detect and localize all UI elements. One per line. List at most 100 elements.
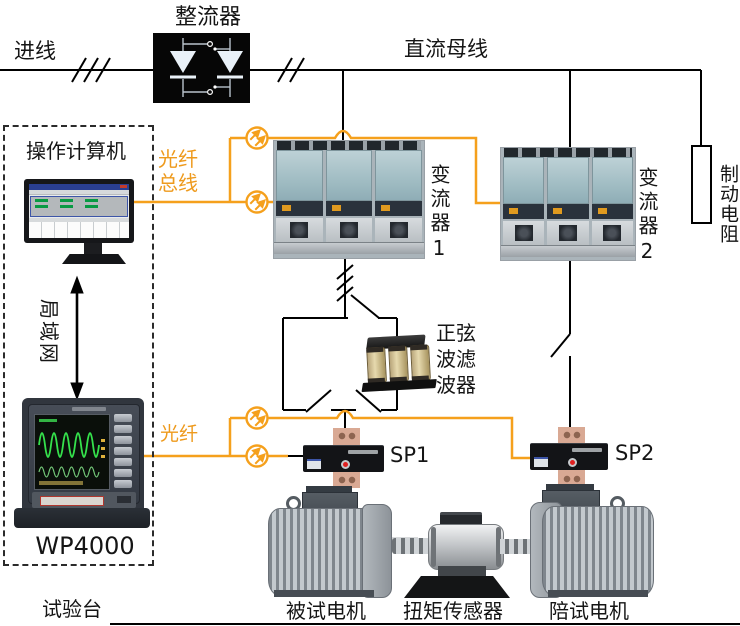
shaft-coupling — [392, 538, 436, 554]
converter-terminals — [504, 148, 632, 157]
motor-body — [268, 508, 380, 596]
converter-fan — [276, 218, 323, 242]
motor-foot — [548, 590, 648, 597]
monitor-neck — [84, 243, 102, 255]
converter-terminals — [277, 141, 421, 150]
monitor-screen — [29, 184, 129, 238]
filter-coil — [366, 346, 388, 384]
converter-module — [375, 150, 423, 216]
incoming-line-label: 进线 — [14, 39, 56, 63]
converter-fan — [591, 221, 633, 245]
analyzer-key — [114, 458, 132, 466]
sine-filter-label: 正弦波滤波器 — [436, 321, 476, 397]
fiber-bus-label: 光纤总线 — [158, 147, 198, 196]
fiber-coupler-icon — [245, 126, 269, 150]
test-motor-device — [266, 476, 396, 598]
converter-2-device — [501, 148, 635, 260]
junction-box-lid — [306, 486, 352, 496]
motor-body — [542, 506, 654, 596]
wp4000-analyzer — [14, 396, 150, 532]
converter-module — [325, 150, 373, 216]
converter-1-device — [274, 141, 424, 258]
sp2-transducer — [530, 443, 608, 470]
converter-2-label: 变流器2 — [635, 167, 659, 267]
analyzer-key — [114, 425, 132, 433]
sensor-base — [404, 576, 510, 598]
converter-fan — [375, 218, 423, 242]
torque-sensor-label: 扭矩传感器 — [403, 599, 503, 623]
sp-logo-strip — [348, 450, 378, 454]
junction-box-lid — [546, 484, 594, 494]
sine-filter-device — [361, 330, 437, 396]
motor-foot — [274, 590, 374, 597]
test-bench-label: 试验台 — [42, 597, 102, 621]
analyzer-key — [114, 414, 132, 422]
app-data-table — [29, 218, 129, 238]
close-icon — [120, 185, 127, 188]
analyzer-key — [114, 480, 132, 488]
sensor-cylinder — [428, 524, 504, 570]
sp1-label: SP1 — [390, 443, 430, 467]
switch-blade-icon — [350, 294, 380, 319]
analyzer-key — [114, 469, 132, 477]
converter-module — [503, 157, 545, 219]
converter-module — [547, 157, 589, 219]
analyzer-button — [117, 496, 131, 503]
converter-fan — [547, 221, 589, 245]
monitor-base — [62, 254, 126, 264]
lan-label: 局域网 — [37, 299, 61, 365]
dual-thyristor-icon — [153, 33, 250, 103]
converter-fan — [503, 221, 545, 245]
fiber-coupler-icon — [245, 190, 269, 214]
app-toolbar — [29, 190, 129, 195]
analyzer-model-label: WP4000 — [35, 532, 135, 560]
fiber-coupler-icon — [245, 444, 269, 468]
companion-motor-label: 陪试电机 — [549, 599, 629, 623]
filter-coil — [410, 344, 431, 382]
brake-resistor-label: 制动电阻 — [717, 164, 739, 244]
sp1-transducer — [303, 445, 384, 472]
waveform-display — [38, 419, 105, 485]
converter-1-label: 变流器1 — [427, 164, 451, 264]
fiber-label: 光纤 — [160, 423, 199, 445]
shaft-coupling — [496, 539, 540, 554]
analyzer-label-strip — [40, 496, 104, 506]
analyzer-brand-strip — [72, 407, 106, 411]
switch-blade-icon — [550, 333, 571, 358]
converter-fan — [325, 218, 373, 242]
sp-led-icon — [341, 460, 350, 469]
fiber-coupler-icon — [245, 406, 269, 430]
converter-module — [591, 157, 633, 219]
filter-coil — [388, 345, 409, 383]
rectifier-label: 整流器 — [174, 5, 241, 30]
sp-logo-strip — [572, 448, 602, 452]
torque-sensor-device — [392, 508, 540, 604]
analyzer-front-panel — [32, 492, 136, 508]
monitor-bezel — [24, 179, 134, 243]
lan-arrow-icon — [70, 275, 84, 401]
analyzer-key — [114, 436, 132, 444]
switch-blade-icon — [305, 389, 332, 413]
operator-computer-label: 操作计算机 — [26, 139, 126, 163]
sp-tag — [534, 457, 548, 467]
operator-computer-monitor — [22, 177, 136, 269]
test-motor-label: 被试电机 — [286, 599, 366, 623]
app-status-panel — [30, 196, 128, 217]
converter-frame — [274, 242, 424, 254]
analyzer-dock-base — [14, 508, 150, 528]
converter-frame — [501, 245, 635, 257]
brake-resistor-symbol — [691, 145, 712, 224]
rectifier-box — [153, 33, 250, 103]
app-titlebar — [29, 184, 129, 190]
dc-bus-label: 直流母线 — [404, 37, 488, 61]
converter-module — [276, 150, 323, 216]
test-station-dashed-frame — [3, 125, 154, 566]
sp2-label: SP2 — [615, 441, 655, 465]
power-lines — [0, 57, 740, 625]
analyzer-screen — [34, 414, 110, 490]
companion-motor-device — [524, 472, 656, 598]
motor-end-bell — [362, 504, 392, 598]
switch-blade-icon — [355, 389, 382, 413]
analyzer-key — [114, 447, 132, 455]
